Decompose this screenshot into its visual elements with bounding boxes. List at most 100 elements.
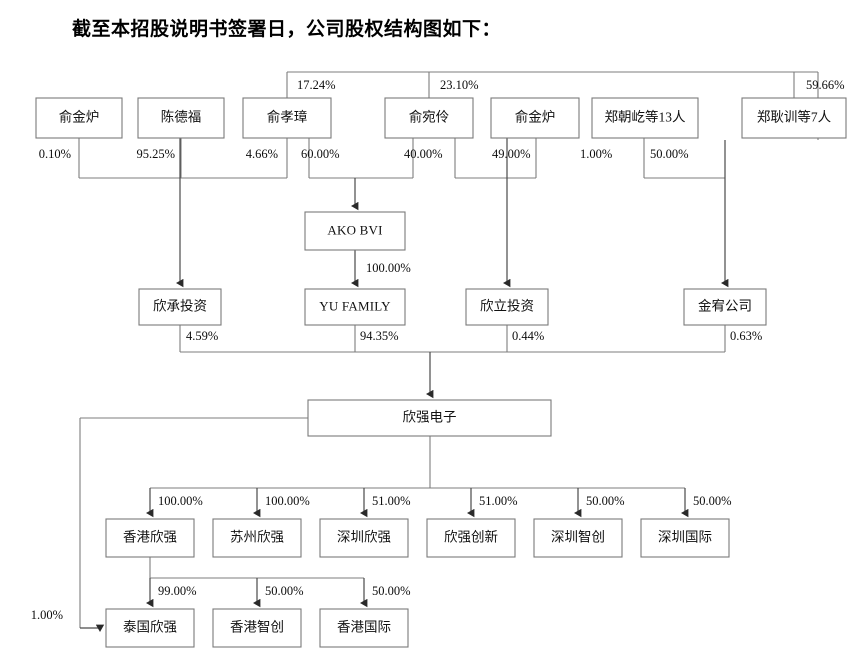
edge-percent-label: 59.66% bbox=[806, 78, 845, 92]
node-label: 深圳国际 bbox=[658, 530, 712, 545]
node-n21[interactable]: 香港智创 bbox=[212, 608, 302, 648]
node-box bbox=[137, 97, 225, 139]
node-n16[interactable]: 深圳欣强 bbox=[319, 518, 409, 558]
node-n15[interactable]: 苏州欣强 bbox=[212, 518, 302, 558]
edge-percent-label: 0.44% bbox=[512, 329, 544, 343]
node-box bbox=[35, 97, 123, 139]
node-box bbox=[741, 97, 847, 139]
shareholder-to-holding-edges bbox=[78, 138, 729, 288]
edge-percent-label: 0.10% bbox=[39, 147, 71, 161]
node-label: 欣立投资 bbox=[480, 299, 534, 314]
node-n7[interactable]: 郑耿训等7人 bbox=[741, 97, 847, 139]
node-n12[interactable]: 金宥公司 bbox=[683, 288, 767, 326]
edge-percent-label: 40.00% bbox=[404, 147, 443, 161]
node-n22[interactable]: 香港国际 bbox=[319, 608, 409, 648]
node-n6[interactable]: 郑朝屹等13人 bbox=[591, 97, 699, 139]
edge-percent-label: 94.35% bbox=[360, 329, 399, 343]
node-n14[interactable]: 香港欣强 bbox=[105, 518, 195, 558]
node-n11[interactable]: 欣立投资 bbox=[465, 288, 549, 326]
edge-percent-label: 1.00% bbox=[31, 608, 63, 622]
node-box bbox=[212, 608, 302, 648]
edge-percent-label: 50.00% bbox=[693, 494, 732, 508]
edge-percent-label: 17.24% bbox=[297, 78, 336, 92]
node-label: 欣承投资 bbox=[153, 299, 207, 314]
edge-percent-label: 51.00% bbox=[479, 494, 518, 508]
node-label: 泰国欣强 bbox=[123, 620, 177, 635]
edge-percent-label: 100.00% bbox=[158, 494, 203, 508]
edge-percent-label: 1.00% bbox=[580, 147, 612, 161]
node-box bbox=[591, 97, 699, 139]
holding-to-company-edges bbox=[179, 325, 726, 399]
node-n10[interactable]: YU FAMILY bbox=[304, 288, 406, 326]
node-label: 俞宛伶 bbox=[409, 109, 450, 125]
edge-percent-label: 99.00% bbox=[158, 584, 197, 598]
node-box bbox=[105, 518, 195, 558]
node-box bbox=[307, 399, 552, 437]
node-n5[interactable]: 俞金炉 bbox=[490, 97, 580, 139]
edge-percent-label: 0.63% bbox=[730, 329, 762, 343]
node-n2[interactable]: 陈德福 bbox=[137, 97, 225, 139]
edge-percent-label: 50.00% bbox=[650, 147, 689, 161]
edge-percent-label: 100.00% bbox=[366, 261, 411, 275]
node-label: 俞金炉 bbox=[59, 109, 100, 125]
edge-percent-label: 60.00% bbox=[301, 147, 340, 161]
node-n20[interactable]: 泰国欣强 bbox=[105, 608, 195, 648]
node-box bbox=[105, 608, 195, 648]
node-label: 香港智创 bbox=[230, 620, 284, 635]
node-box bbox=[319, 518, 409, 558]
edge-percent-label: 4.66% bbox=[246, 147, 278, 161]
node-label: 郑朝屹等13人 bbox=[605, 109, 686, 125]
edge-percent-label: 100.00% bbox=[265, 494, 310, 508]
edge-percent-label: 50.00% bbox=[372, 584, 411, 598]
node-box bbox=[426, 518, 516, 558]
node-label: 欣强电子 bbox=[403, 410, 457, 425]
edge-percent-label: 50.00% bbox=[586, 494, 625, 508]
node-label: YU FAMILY bbox=[319, 298, 391, 313]
node-box bbox=[242, 97, 332, 139]
node-label: 欣强创新 bbox=[444, 530, 498, 545]
node-n8[interactable]: AKO BVI bbox=[304, 211, 406, 251]
percent-labels-layer: 17.24% 23.10% 59.66% 0.10% 95.25% 4.66% 60.00%… bbox=[31, 78, 845, 622]
node-box bbox=[490, 97, 580, 139]
node-box bbox=[683, 288, 767, 326]
node-n9[interactable]: 欣承投资 bbox=[138, 288, 222, 326]
node-box bbox=[533, 518, 623, 558]
node-n4[interactable]: 俞宛伶 bbox=[384, 97, 474, 139]
node-box bbox=[465, 288, 549, 326]
node-box bbox=[304, 211, 406, 251]
node-n1[interactable]: 俞金炉 bbox=[35, 97, 123, 139]
node-label: 郑耿训等7人 bbox=[757, 109, 832, 125]
edge-percent-label: 49.00% bbox=[492, 147, 531, 161]
edge-percent-label: 50.00% bbox=[265, 584, 304, 598]
node-n3[interactable]: 俞孝璋 bbox=[242, 97, 332, 139]
node-box bbox=[212, 518, 302, 558]
node-box bbox=[304, 288, 406, 326]
node-n13[interactable]: 欣强电子 bbox=[307, 399, 552, 437]
node-n18[interactable]: 深圳智创 bbox=[533, 518, 623, 558]
node-box bbox=[640, 518, 730, 558]
node-box bbox=[138, 288, 222, 326]
node-label: 深圳欣强 bbox=[337, 530, 391, 545]
node-n19[interactable]: 深圳国际 bbox=[640, 518, 730, 558]
node-label: 香港欣强 bbox=[123, 530, 177, 545]
company-direct-thailand-edge bbox=[79, 417, 308, 632]
node-label: AKO BVI bbox=[327, 222, 382, 237]
hk-subsidiary-edges bbox=[146, 557, 368, 608]
node-n17[interactable]: 欣强创新 bbox=[426, 518, 516, 558]
node-label: 香港国际 bbox=[337, 620, 391, 635]
node-box bbox=[319, 608, 409, 648]
node-box bbox=[384, 97, 474, 139]
node-label: 深圳智创 bbox=[551, 530, 605, 545]
company-to-subsidiary-edges bbox=[146, 436, 689, 518]
edge-percent-label: 51.00% bbox=[372, 494, 411, 508]
node-label: 俞孝璋 bbox=[267, 109, 308, 125]
nodes-layer: 俞金炉 陈德福 俞孝璋 俞宛伶 俞金炉 郑朝屹等13人 郑耿训等7人 AKO BVI 欣承投资 Y… bbox=[35, 97, 847, 648]
node-label: 金宥公司 bbox=[698, 298, 752, 314]
page-title: 截至本招股说明书签署日，公司股权结构图如下： bbox=[72, 19, 502, 40]
edge-percent-label: 95.25% bbox=[136, 147, 175, 161]
edge-percent-label: 23.10% bbox=[440, 78, 479, 92]
node-label: 陈德福 bbox=[161, 109, 202, 125]
node-label: 苏州欣强 bbox=[230, 530, 284, 545]
